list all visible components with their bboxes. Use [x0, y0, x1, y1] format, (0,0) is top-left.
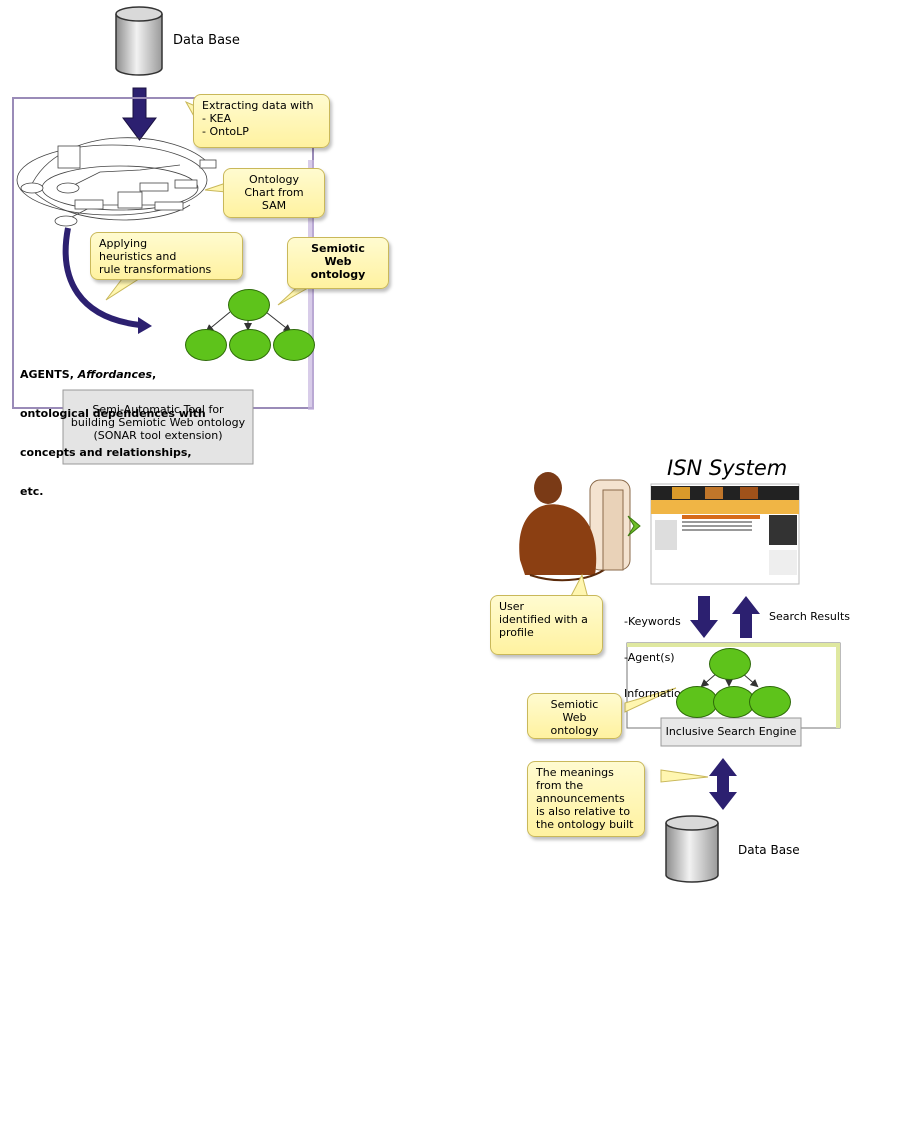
keywords-line: Information — [624, 687, 688, 700]
callout-semiotic-web-ontology-right: Semiotic Web ontology — [527, 693, 622, 739]
callout-line: - KEA — [202, 112, 232, 125]
chevron-right-icon — [627, 515, 641, 537]
callout-line: - OntoLP — [202, 125, 249, 138]
agents-line: ontological dependences with — [20, 407, 206, 420]
callout-line: SAM — [261, 199, 287, 212]
tool-label-line: (SONAR tool extension) — [93, 429, 223, 442]
engine-label: Inclusive Search Engine — [665, 725, 797, 738]
agents-line: AGENTS, Affordances, — [20, 368, 157, 381]
callout-ontology-chart: Ontology Chart from SAM — [223, 168, 325, 218]
database-label-top: Data Base — [173, 33, 240, 48]
tool-label-line: Semi-Automatic Tool for — [92, 403, 224, 416]
down-arrow — [122, 87, 157, 141]
callout-meanings: The meanings from the announcements is a… — [527, 761, 645, 837]
ontology-node-child — [273, 329, 315, 361]
callout-line: profile — [499, 626, 534, 639]
keywords-line: -Agent(s) — [624, 651, 675, 664]
callout-line: ontology — [550, 724, 599, 737]
user-at-computer-icon — [519, 472, 631, 582]
callout-line: The meanings — [536, 766, 614, 779]
database-cylinder-top — [115, 6, 163, 76]
ontology-node-root — [228, 289, 270, 321]
results-arrow-up — [732, 596, 760, 638]
callout-line: Chart from — [244, 186, 304, 199]
callout-applying-heuristics: Applying heuristics and rule transformat… — [90, 232, 243, 280]
ontology-node-child — [185, 329, 227, 361]
callout-user-profile: User identified with a profile — [490, 595, 603, 655]
callout-line: the ontology built — [536, 818, 634, 831]
callout-line: Semiotic — [311, 242, 365, 255]
callout-line: from the — [536, 779, 584, 792]
ontology-node-child — [229, 329, 271, 361]
callout-line: ontology — [310, 268, 366, 281]
callout-line: User — [499, 600, 525, 613]
tool-label-line: building Semiotic Web ontology — [70, 416, 246, 429]
callout-line: rule transformations — [99, 263, 212, 276]
callout-line: Semiotic — [550, 698, 599, 711]
callout-line: Web — [324, 255, 352, 268]
tool-label-box — [62, 389, 254, 465]
keywords-line: -Keywords — [624, 615, 681, 628]
affordances-emphasis: Affordances — [77, 368, 153, 381]
callout-line: is also relative to — [536, 805, 631, 818]
query-arrow-down — [690, 596, 718, 638]
ontology-node-child — [676, 686, 718, 718]
agents-line: etc. — [20, 485, 44, 498]
engine-label-box — [660, 717, 802, 747]
callout-semiotic-web-ontology-left: Semiotic Web ontology — [287, 237, 389, 289]
callout-line: Ontology — [249, 173, 299, 186]
keywords-label: -Keywords -Agent(s) Information — [624, 592, 688, 712]
callout-line: Extracting data with — [202, 99, 314, 112]
ontology-node-root — [709, 648, 751, 680]
callout-line: heuristics and — [99, 250, 177, 263]
callout-line: identified with a — [499, 613, 588, 626]
ontology-chart-sketch — [16, 137, 217, 227]
agents-description: AGENTS, Affordances, ontological depende… — [20, 342, 206, 511]
database-cylinder-bottom — [665, 815, 719, 883]
curved-arrow — [62, 227, 141, 328]
callout-extracting-data: Extracting data with - KEA - OntoLP — [193, 94, 330, 148]
bidirectional-arrow — [709, 758, 737, 810]
ontology-node-child — [749, 686, 791, 718]
system-title: ISN System — [667, 456, 788, 480]
callout-line: announcements — [536, 792, 625, 805]
tool-label: Semi-Automatic Tool for building Semioti… — [63, 403, 253, 442]
agents-line: concepts and relationships, — [20, 446, 192, 459]
search-results-label: Search Results — [769, 610, 851, 623]
website-thumbnail — [650, 483, 800, 585]
database-label-bottom: Data Base — [738, 843, 800, 857]
callout-line: Applying — [99, 237, 148, 250]
callout-line: Web — [562, 711, 587, 724]
